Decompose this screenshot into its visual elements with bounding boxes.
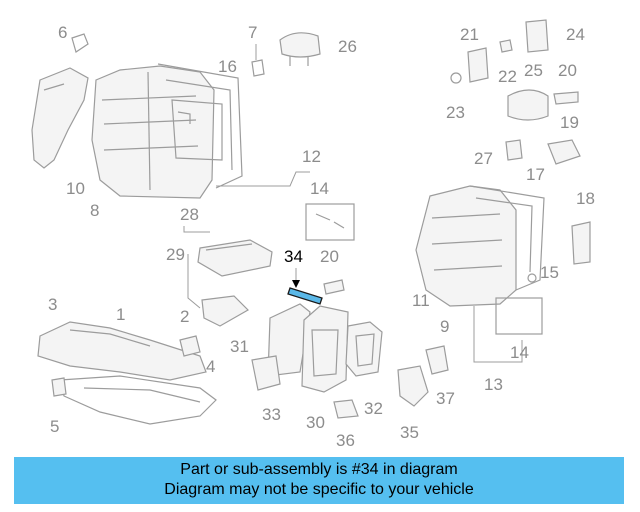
seat-back-panels [251,303,383,393]
callout-17: 17 [526,165,545,184]
callout-29: 29 [166,245,185,264]
callout-34: 34 [284,247,303,266]
callout-12: 12 [302,147,321,166]
callout-6: 6 [58,23,67,42]
callout-28: 28 [180,205,199,224]
seat-cushion-assembly [37,321,217,425]
callout-13: 13 [484,375,503,394]
callout-16: 16 [218,57,237,76]
callout-22: 22 [498,67,517,86]
callout-19: 19 [560,113,579,132]
callout-10: 10 [66,179,85,198]
armrest-cushion [183,226,273,327]
callout-26: 26 [338,37,357,56]
banner-line-2: Diagram may not be specific to your vehi… [164,481,474,498]
part-26-headrest [279,32,321,66]
callout-24: 24 [566,25,585,44]
info-banner: Part or sub-assembly is #34 in diagram D… [14,457,624,504]
callout-9: 9 [440,317,449,336]
callout-3: 3 [48,295,57,314]
callout-8: 8 [90,201,99,220]
callout-14-top: 14 [310,179,329,198]
highlighted-part-34 [287,268,323,305]
callout-30: 30 [306,413,325,432]
callout-37: 37 [436,389,455,408]
callout-4: 4 [206,357,215,376]
callout-36: 36 [336,431,355,450]
callout-25: 25 [524,61,543,80]
callout-27: 27 [474,149,493,168]
callout-15: 15 [540,263,559,282]
right-seat-back-assembly [415,185,545,307]
callout-11: 11 [412,291,430,310]
callout-31: 31 [230,337,249,356]
callout-20-center: 20 [320,247,339,266]
banner-line-1: Part or sub-assembly is #34 in diagram [180,461,458,478]
rear-seat-back-assembly [91,63,243,199]
callout-33: 33 [262,405,281,424]
callout-20-right: 20 [558,61,577,80]
callout-2: 2 [180,307,189,326]
callout-18: 18 [576,189,595,208]
callout-1: 1 [116,305,125,324]
seat-back-side-trim [31,33,89,169]
callout-35: 35 [400,423,419,442]
callout-23: 23 [446,103,465,122]
callout-21: 21 [460,25,479,44]
callout-32: 32 [364,399,383,418]
callout-14-right: 14 [510,343,529,362]
callout-7: 7 [248,23,257,42]
callout-5: 5 [50,417,59,436]
part-7-clip [251,44,265,77]
